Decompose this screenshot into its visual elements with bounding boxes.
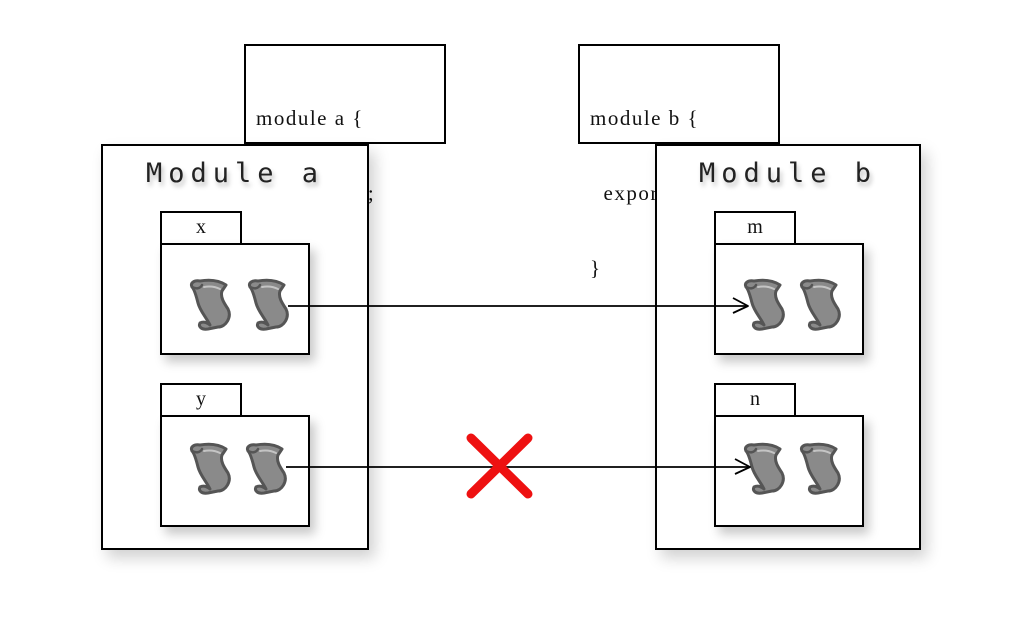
code-line: module a { [256, 106, 364, 130]
package-m-tab: m [714, 211, 796, 245]
red-x-cross-icon [466, 433, 533, 499]
package-m [714, 243, 864, 355]
code-line: module b { [590, 106, 700, 130]
scroll-icon [796, 277, 842, 333]
scroll-icon [740, 441, 786, 497]
package-y-tab: y [160, 383, 242, 417]
code-line: } [590, 256, 602, 280]
package-n-tab: n [714, 383, 796, 417]
scroll-icon [740, 277, 786, 333]
scroll-icon [186, 441, 232, 497]
module-b-title: Module b [698, 158, 878, 189]
module-b-declaration: module b { export m; } [578, 44, 780, 280]
package-x-tab: x [160, 211, 242, 245]
module-a-declaration: module a { requires b; } [244, 44, 446, 280]
scroll-icon [244, 277, 290, 333]
scroll-icon [186, 277, 232, 333]
scroll-icon [796, 441, 842, 497]
package-n [714, 415, 864, 527]
scroll-icon [242, 441, 288, 497]
module-a-title: Module a [145, 158, 325, 189]
package-x [160, 243, 310, 355]
package-y [160, 415, 310, 527]
